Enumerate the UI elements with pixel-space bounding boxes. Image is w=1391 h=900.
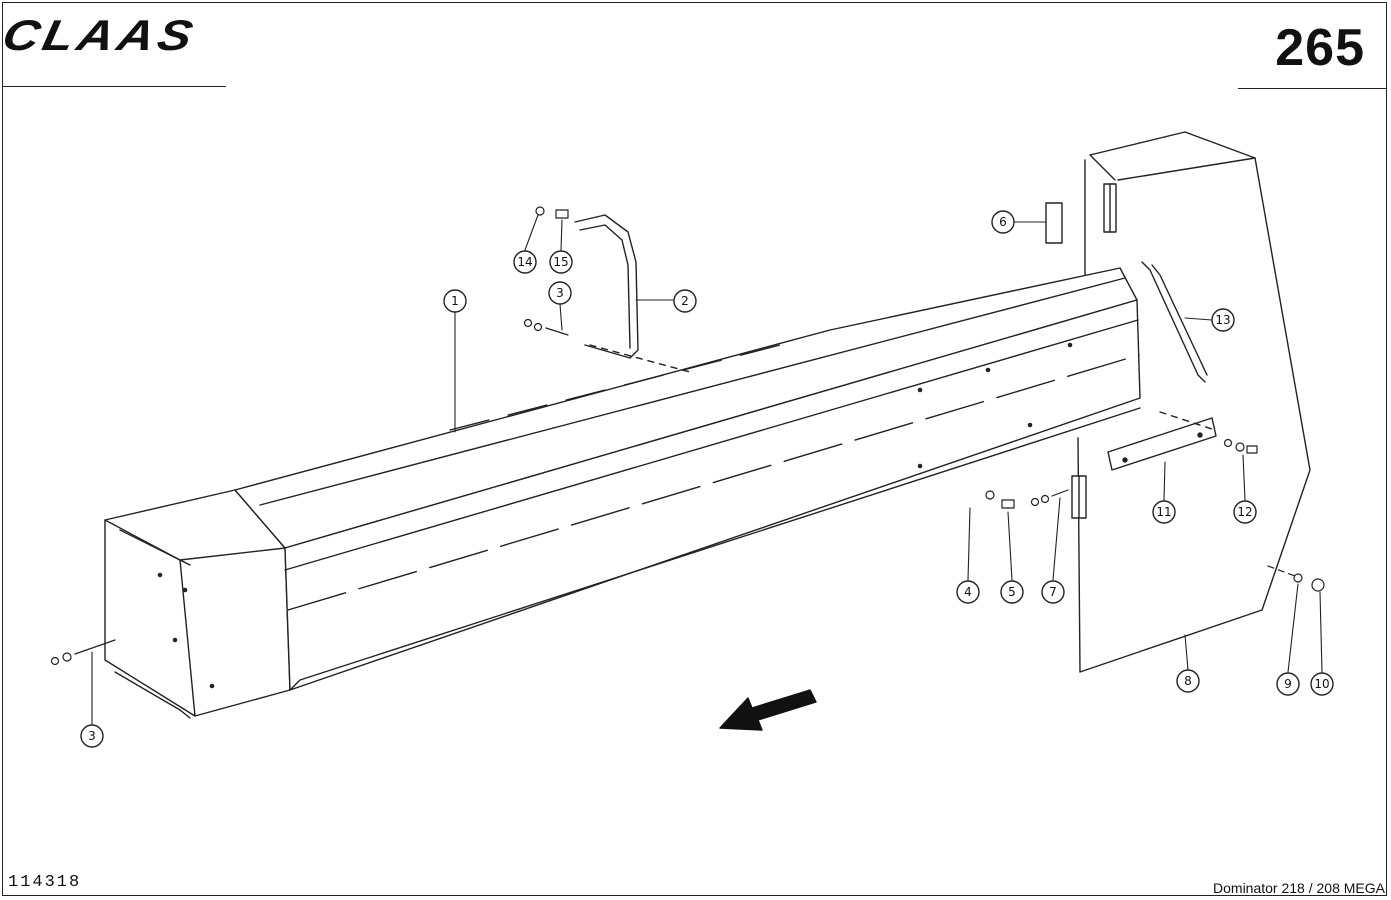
callout-2: 2 xyxy=(673,289,697,313)
callout-11: 11 xyxy=(1152,500,1176,524)
strap-13 xyxy=(1141,261,1208,383)
main-housing xyxy=(104,267,1141,719)
callout-3-bottom: 3 xyxy=(80,724,104,748)
callout-leaders xyxy=(91,214,1323,725)
hinge-plate-6 xyxy=(1045,202,1063,244)
callout-9: 9 xyxy=(1276,672,1300,696)
page-number: 265 xyxy=(1275,19,1365,77)
page-number-underline xyxy=(1238,88,1387,89)
plate-11 xyxy=(1107,411,1217,471)
svg-text:8: 8 xyxy=(1184,674,1192,688)
callout-4: 4 xyxy=(956,580,980,604)
brand-underline xyxy=(2,86,226,87)
svg-text:5: 5 xyxy=(1008,585,1016,599)
drawing-code: 114318 xyxy=(8,873,82,892)
callout-7: 7 xyxy=(1041,580,1065,604)
callout-13: 13 xyxy=(1211,308,1235,332)
callout-8: 8 xyxy=(1176,669,1200,693)
callout-1: 1 xyxy=(443,289,467,313)
side-panel-8 xyxy=(1077,131,1311,673)
svg-text:4: 4 xyxy=(964,585,972,599)
svg-text:11: 11 xyxy=(1156,505,1171,519)
svg-text:3: 3 xyxy=(88,729,96,743)
svg-text:9: 9 xyxy=(1284,677,1292,691)
hinge-lower xyxy=(1071,475,1087,519)
direction-arrow xyxy=(719,689,817,731)
svg-text:2: 2 xyxy=(681,294,689,308)
callout-14: 14 xyxy=(513,250,537,274)
svg-text:15: 15 xyxy=(553,255,568,269)
bracket-2 xyxy=(574,214,691,373)
svg-text:7: 7 xyxy=(1049,585,1057,599)
svg-text:10: 10 xyxy=(1314,677,1329,691)
model-name: Dominator 218 / 208 MEGA xyxy=(1213,880,1385,896)
svg-text:3: 3 xyxy=(556,286,564,300)
svg-text:12: 12 xyxy=(1237,505,1252,519)
svg-text:13: 13 xyxy=(1215,313,1230,327)
callouts: 1 2 3 3 4 5 6 7 8 9 10 11 12 13 14 15 xyxy=(80,210,1334,748)
fasteners xyxy=(50,206,1325,666)
svg-text:14: 14 xyxy=(517,255,532,269)
svg-text:1: 1 xyxy=(451,294,459,308)
callout-12: 12 xyxy=(1233,500,1257,524)
svg-text:6: 6 xyxy=(999,215,1007,229)
callout-5: 5 xyxy=(1000,580,1024,604)
callout-10: 10 xyxy=(1310,672,1334,696)
callout-6: 6 xyxy=(991,210,1015,234)
hinge-upper xyxy=(1103,183,1117,233)
callout-15: 15 xyxy=(549,250,573,274)
callout-3-top: 3 xyxy=(548,281,572,305)
